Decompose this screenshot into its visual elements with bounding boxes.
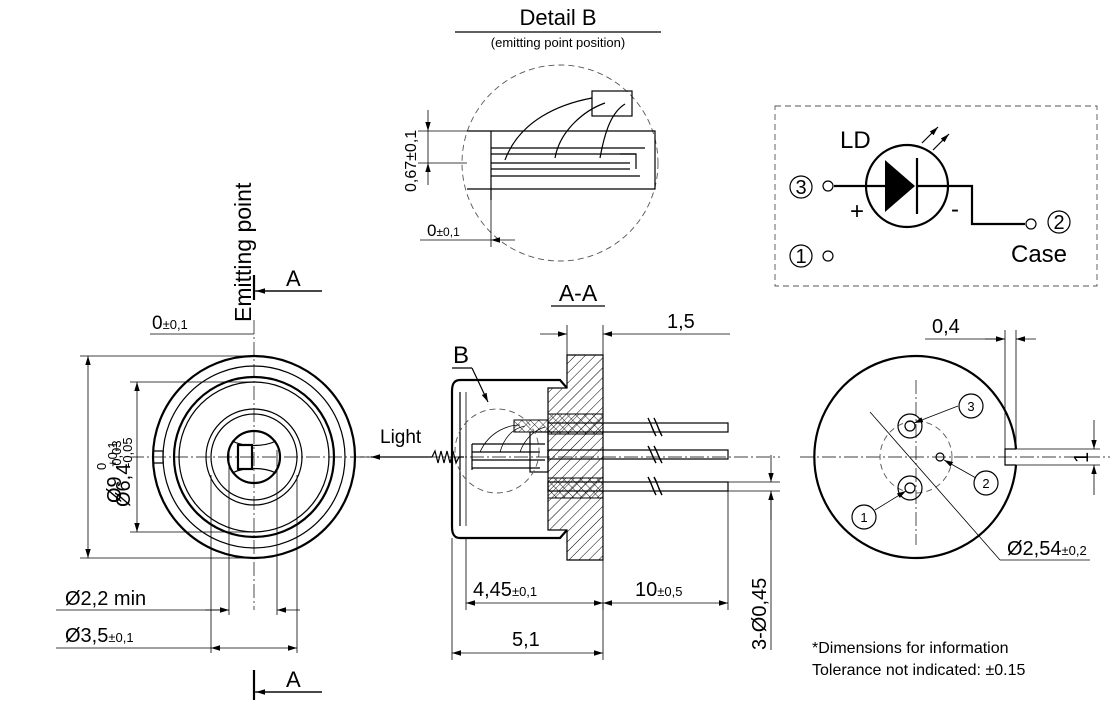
front-dim-d9: Ø9 (104, 476, 126, 503)
detail-b-bondpad (591, 90, 633, 117)
rear-pin-label-2-circle (973, 470, 999, 496)
ld-label: LD (840, 127, 871, 154)
detail-b-dim-067: 0,67±0,1 (403, 130, 420, 192)
emission-arrow-2 (932, 133, 950, 151)
front-dim-d64: Ø6,4 (113, 464, 135, 507)
section-mark-bottom: A (286, 667, 301, 692)
pin1-number: 1 (795, 246, 806, 268)
front-dim-d9-upper: 0 (94, 463, 109, 470)
rear-pin-2 (935, 452, 945, 462)
detail-b-pointer (471, 367, 489, 403)
dim-254-leader (869, 411, 1001, 561)
rear-pin-label-3-circle (958, 393, 984, 419)
rear-dim-1: 1 (1071, 452, 1093, 463)
emission-arrow-1 (921, 126, 939, 144)
front-dim-d64-upper: +0,1 (105, 441, 120, 467)
cap-outline (450, 378, 568, 540)
detail-b-circle (461, 64, 659, 262)
detail-b-wire-3 (599, 103, 626, 159)
section-bond-wires (479, 424, 546, 453)
section-title: A-A (559, 280, 598, 306)
front-chip (236, 443, 254, 471)
pin-seal-1 (547, 477, 604, 499)
emitting-point-label: Emitting point (230, 182, 256, 322)
ld-schematic: LD 3 2 1 + - Case (774, 105, 1098, 287)
pin-seal-3 (547, 413, 604, 435)
section-dim-15: 1,5 (667, 311, 695, 333)
detail-b-wire-2 (554, 102, 606, 159)
rear-pin-label-1-circle (851, 504, 877, 530)
rear-pin-label-1: 1 (860, 510, 867, 525)
aperture (226, 429, 282, 485)
pin2-circle (1047, 210, 1071, 234)
rear-pin-label-2: 2 (982, 476, 989, 491)
note-line-2: Tolerance not indicated: ±0.15 (812, 662, 1025, 679)
section-dim-445: 4,45±0,1 (473, 579, 537, 601)
rear-flange (813, 354, 1018, 560)
pin3-number: 3 (795, 177, 806, 199)
case-label: Case (1011, 241, 1067, 268)
detail-b-submount (467, 130, 656, 190)
front-dim-d9-lower: -0,03 (109, 440, 124, 470)
cap-outer (172, 375, 336, 539)
window-inner (210, 413, 298, 501)
front-view: Emitting point A A 0±0,1 Ø9 0 (56, 182, 380, 700)
light-wave (431, 449, 464, 465)
plus-sign: + (850, 198, 864, 225)
detail-b: Detail B (emitting point position) 0,67±… (403, 5, 661, 262)
front-dim-zero: 0±0,1 (152, 313, 188, 334)
section-dim-10: 10±0,5 (635, 579, 682, 601)
terminal-3 (822, 180, 834, 192)
section-view: A-A B Light (360, 280, 780, 660)
terminal-1 (822, 250, 834, 262)
minus-sign: - (951, 196, 959, 223)
front-notch (153, 450, 164, 464)
section-dim-pins: 3-Ø0,45 (749, 578, 771, 650)
light-label: Light (380, 427, 422, 448)
rear-dim-254: Ø2,54±0,2 (1007, 538, 1087, 560)
notes: *Dimensions for information Tolerance no… (812, 640, 1025, 679)
pin2-number: 2 (1053, 212, 1064, 234)
front-dim-d22: Ø2,2 min (65, 588, 146, 610)
rear-pin-3 (897, 413, 923, 439)
pin1-circle (789, 244, 813, 268)
inner-pad (513, 419, 549, 433)
section-chip (471, 443, 545, 470)
note-line-1: *Dimensions for information (812, 640, 1009, 657)
detail-b-subtitle: (emitting point position) (491, 35, 625, 50)
rear-pin-label-3: 3 (967, 399, 974, 414)
rear-view: 3 2 1 Ø2,54±0,2 0,4 1 (800, 316, 1110, 561)
rear-dim-04: 0,4 (932, 316, 960, 338)
pin-1 (547, 481, 729, 492)
detail-b-pointer-label: B (453, 342, 469, 369)
front-dim-d64-lower: -0,05 (120, 437, 135, 467)
schematic-frame (774, 105, 1098, 287)
cathode-wire (917, 184, 1025, 226)
section-detail-b-circle (454, 408, 540, 494)
section-dim-51: 5,1 (512, 629, 540, 651)
section-mark-top: A (286, 266, 301, 291)
rear-pin-1 (897, 475, 923, 501)
header-flange (547, 354, 604, 561)
pin-circle (879, 420, 953, 494)
window-outer (205, 408, 303, 506)
pin3-circle (789, 175, 813, 199)
terminal-2 (1025, 218, 1037, 230)
detail-b-dim-zero: 0±0,1 (427, 221, 460, 240)
front-dim-d35: Ø3,5±0,1 (65, 625, 134, 647)
detail-b-wire-1 (504, 97, 593, 161)
diode-triangle (885, 160, 915, 212)
pin-break-marks (647, 417, 663, 496)
detail-b-title: Detail B (519, 5, 596, 30)
